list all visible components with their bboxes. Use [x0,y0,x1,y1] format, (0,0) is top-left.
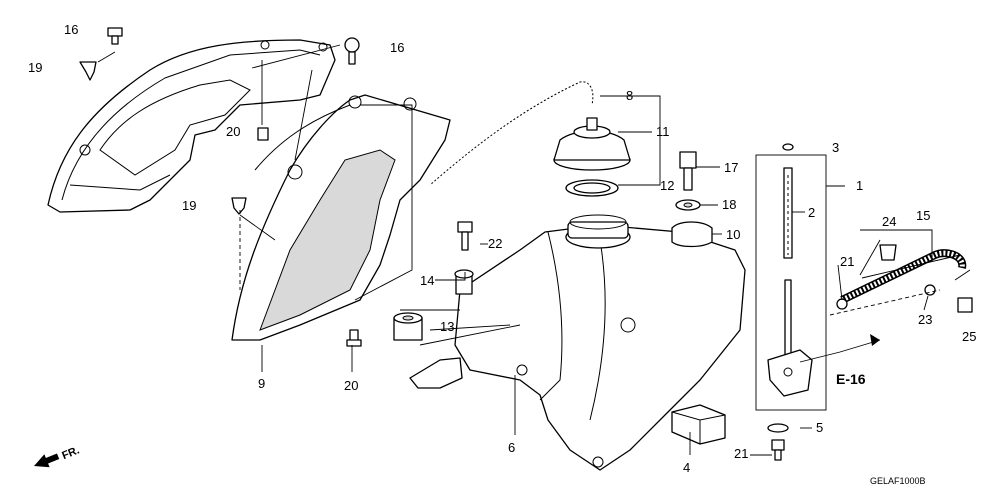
callout: 16 [64,22,78,37]
callout: 12 [660,178,674,193]
callout: 6 [508,440,515,455]
front-label: FR. [60,444,81,462]
callout: 13 [440,319,454,334]
figure-code: GELAF1000B [870,476,926,486]
callout: 1 [856,178,863,193]
collar-part [454,269,474,295]
callout: 19 [182,198,196,213]
gasket-part [565,179,619,197]
callout: 14 [420,273,434,288]
pad-part [671,404,726,445]
callout: 2 [808,205,815,220]
callout: 15 [916,208,930,223]
callout-labels: 16 19 16 20 19 9 20 14 13 22 6 8 11 12 1… [28,22,976,486]
reference-label: E-16 [836,371,866,387]
fuel-cap-part [553,117,631,171]
front-direction-arrow: FR. [34,444,81,468]
fuel-valve-part [767,143,813,397]
callout: 4 [683,460,690,475]
callout: 10 [726,227,740,242]
hose-part [428,80,595,187]
front-cover-part [231,94,451,341]
callout: 23 [918,312,932,327]
callout: 5 [816,420,823,435]
callout: 9 [258,376,265,391]
rubber-part [671,221,713,248]
callout: 17 [724,160,738,175]
grommet-part [393,312,423,341]
callout: 24 [882,214,896,229]
callout: 16 [390,40,404,55]
callout: 11 [656,124,670,139]
callout: 19 [28,60,42,75]
callout: 21 [840,254,854,269]
callout: 18 [722,197,736,212]
bolt-part [457,221,473,251]
callout: 8 [626,88,633,103]
callout: 21 [734,446,748,461]
callout: 20 [226,124,240,139]
leader-lines [97,44,971,456]
fasteners [79,27,973,461]
shroud-part [47,39,336,213]
callout: 20 [344,378,358,393]
callout: 22 [488,236,502,251]
callout: 25 [962,329,976,344]
fuel-tank-part [409,214,746,471]
callout: 3 [832,140,839,155]
washer-part [675,199,701,211]
fuel-hose-part [840,249,967,304]
bolt-17-part [679,151,697,191]
